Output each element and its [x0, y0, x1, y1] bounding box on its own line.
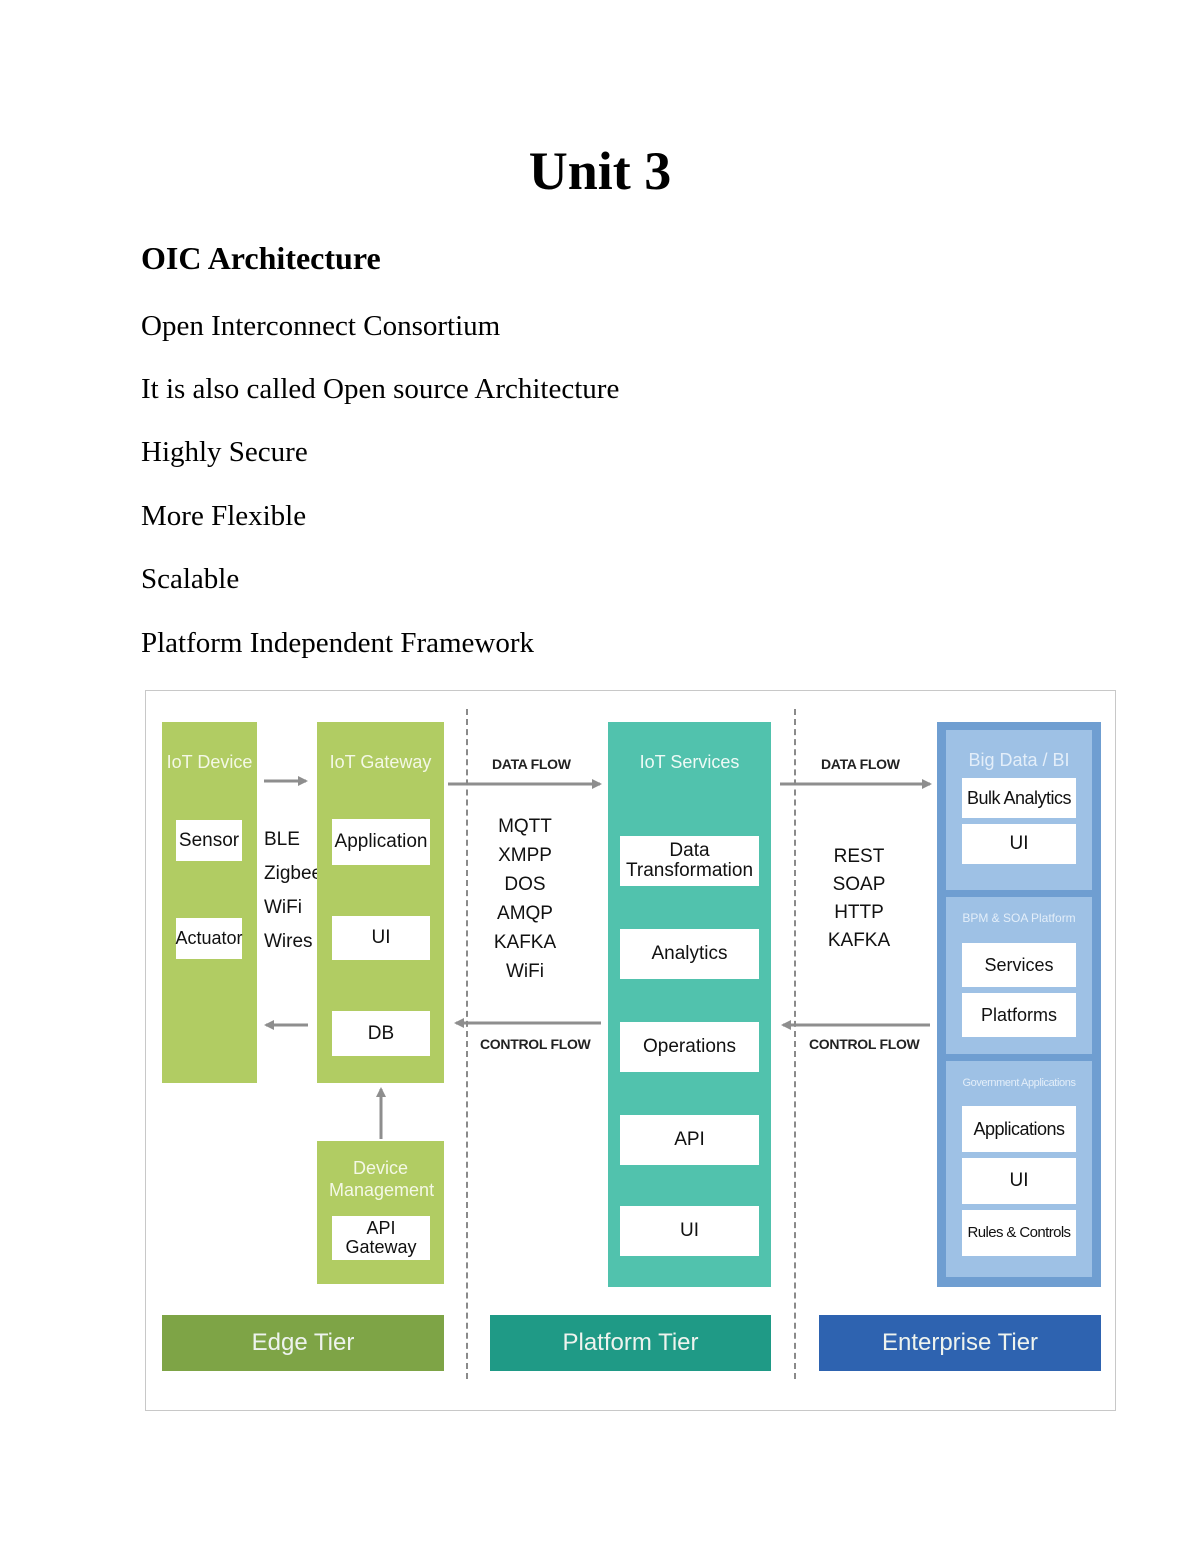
- flow-arrows: [264, 776, 932, 1139]
- enterprise-tier-bar: Enterprise Tier: [819, 1315, 1101, 1371]
- services-ui-box: UI: [620, 1206, 759, 1256]
- applications-box: Applications: [962, 1106, 1076, 1152]
- protocol-label: REST: [833, 846, 885, 867]
- gateway-ui-box: UI: [332, 916, 430, 960]
- protocol-label: KAFKA: [493, 932, 557, 953]
- data-flow-label: DATA FLOW: [492, 756, 571, 772]
- protocol-label: Zigbee: [264, 863, 323, 884]
- protocol-label: WiFi: [506, 961, 544, 982]
- text-line: Scalable: [141, 563, 240, 595]
- protocol-label: BLE: [264, 829, 300, 850]
- protocol-label: MQTT: [498, 816, 552, 837]
- bpm-soa-panel: BPM & SOA Platform Services Platforms: [946, 897, 1092, 1054]
- sensor-box: Sensor: [176, 820, 242, 861]
- protocol-label: KAFKA: [827, 930, 891, 951]
- protocol-label: DOS: [504, 874, 546, 895]
- rules-controls-box: Rules & Controls: [962, 1210, 1076, 1256]
- iot-device-column: IoT Device Sensor Actuator: [162, 722, 257, 1083]
- device-protocols: BLE Zigbee WiFi Wires: [264, 823, 322, 959]
- gov-ui-box: UI: [962, 1158, 1076, 1204]
- protocol-label: XMPP: [498, 845, 552, 866]
- divider: [466, 709, 468, 1379]
- iot-device-title: IoT Device: [166, 752, 253, 772]
- bulk-analytics-box: Bulk Analytics: [962, 778, 1076, 818]
- actuator-box: Actuator: [175, 918, 243, 959]
- device-management-title: Device Management: [329, 1158, 435, 1200]
- gov-apps-title: Government Applications: [962, 1077, 1076, 1089]
- data-transformation-box: Data Transformation: [620, 836, 759, 886]
- api-gateway-box: API Gateway: [332, 1216, 430, 1260]
- analytics-box: Analytics: [620, 929, 759, 979]
- big-data-ui-box: UI: [962, 824, 1076, 864]
- text-line: Platform Independent Framework: [141, 627, 535, 659]
- protocol-label: AMQP: [497, 903, 553, 924]
- control-flow-label: CONTROL FLOW: [480, 1036, 591, 1052]
- oic-architecture-diagram: IoT Device Sensor Actuator BLE Zigbee Wi…: [145, 690, 1116, 1411]
- application-box: Application: [332, 819, 430, 865]
- iot-services-column: IoT Services Data Transformation Analyti…: [608, 722, 771, 1287]
- gateway-protocols: MQTT XMPP DOS AMQP KAFKA WiFi: [481, 812, 569, 986]
- protocol-label: HTTP: [834, 902, 884, 923]
- iot-gateway-title: IoT Gateway: [329, 752, 432, 772]
- text-line: Open Interconnect Consortium: [141, 310, 501, 342]
- iot-services-title: IoT Services: [639, 752, 740, 772]
- text-line: Highly Secure: [141, 436, 308, 468]
- gov-apps-panel: Government Applications Applications UI …: [946, 1061, 1092, 1277]
- protocol-label: WiFi: [264, 897, 302, 918]
- enterprise-column: Big Data / BI Bulk Analytics UI BPM & SO…: [937, 722, 1101, 1287]
- protocol-label: SOAP: [832, 874, 886, 895]
- services-box: Services: [962, 943, 1076, 987]
- text-line: It is also called Open source Architectu…: [141, 373, 620, 405]
- big-data-title: Big Data / BI: [968, 750, 1070, 770]
- control-flow-label: CONTROL FLOW: [809, 1036, 920, 1052]
- enterprise-protocols: REST SOAP HTTP KAFKA: [814, 843, 904, 955]
- bpm-soa-title: BPM & SOA Platform: [962, 911, 1076, 925]
- platform-tier-bar: Platform Tier: [490, 1315, 771, 1371]
- api-box: API: [620, 1115, 759, 1165]
- iot-gateway-column: IoT Gateway Application UI DB: [317, 722, 444, 1083]
- big-data-panel: Big Data / BI Bulk Analytics UI: [946, 730, 1092, 890]
- platforms-box: Platforms: [962, 993, 1076, 1037]
- section-heading: OIC Architecture: [141, 240, 381, 276]
- edge-tier-bar: Edge Tier: [162, 1315, 444, 1371]
- device-management-column: Device Management API Gateway: [317, 1141, 444, 1284]
- db-box: DB: [332, 1011, 430, 1056]
- data-flow-label: DATA FLOW: [821, 756, 900, 772]
- page-title: Unit 3: [528, 141, 672, 201]
- text-line: More Flexible: [141, 500, 307, 532]
- operations-box: Operations: [620, 1022, 759, 1072]
- protocol-label: Wires: [264, 931, 313, 952]
- divider: [794, 709, 796, 1379]
